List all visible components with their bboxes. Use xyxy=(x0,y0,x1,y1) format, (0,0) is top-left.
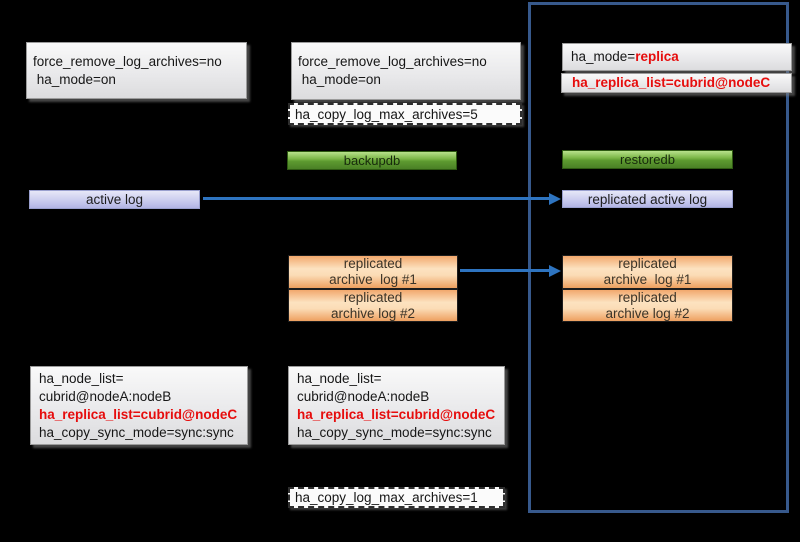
archive-log-line: replicated xyxy=(618,256,677,271)
archive-log-line: archive log #1 xyxy=(329,272,417,287)
config-line: force_remove_log_archives=no xyxy=(33,53,222,69)
config-line: ha_copy_sync_mode=sync:sync xyxy=(297,424,492,440)
middle-replicated-archive-log-1-box: replicated archive log #1 xyxy=(288,255,458,289)
active-log-copy-arrow-head xyxy=(549,193,561,205)
archive-log-line: replicated xyxy=(618,289,677,305)
archive-log-line: archive log #2 xyxy=(330,305,416,321)
copy-log-max-archives-5-box: ha_copy_log_max_archives=5 xyxy=(288,103,522,125)
middle-replicated-archive-log-2-box: replicated archive log #2 xyxy=(288,289,458,322)
config-line-highlight: ha_replica_list=cubrid@nodeC xyxy=(39,406,238,422)
active-log-label: active log xyxy=(85,192,144,207)
dashed-box-label: ha_copy_log_max_archives=5 xyxy=(295,106,478,122)
left-config-top-box: force_remove_log_archives=no ha_mode=on xyxy=(26,42,247,99)
replicated-active-log-label: replicated active log xyxy=(587,191,708,207)
active-log-copy-arrow-line xyxy=(203,197,550,200)
config-line: ha_node_list= xyxy=(39,370,124,386)
config-line: ha_mode=on xyxy=(298,72,381,87)
ha-replica-list-text: ha_replica_list=cubrid@nodeC xyxy=(572,75,771,90)
active-log-box: active log xyxy=(29,190,200,209)
archive-log-line: replicated xyxy=(343,289,403,305)
ha-mode-prefix: ha_mode= xyxy=(571,49,636,64)
config-line: ha_node_list= xyxy=(297,370,382,386)
ha-mode-replica-box: ha_mode=replica xyxy=(562,43,792,71)
restoredb-box: restoredb xyxy=(562,150,733,169)
restoredb-label: restoredb xyxy=(620,152,675,167)
config-line: ha_copy_sync_mode=sync:sync xyxy=(39,424,234,440)
right-replicated-archive-log-2-box: replicated archive log #2 xyxy=(562,289,733,322)
replica-node-panel xyxy=(528,2,789,513)
backupdb-box: backupdb xyxy=(287,151,457,170)
copy-log-max-archives-1-box: ha_copy_log_max_archives=1 xyxy=(288,487,505,508)
left-config-bottom-box: ha_node_list= cubrid@nodeA:nodeB ha_repl… xyxy=(30,366,248,445)
archive-log-line: archive log #1 xyxy=(603,272,692,287)
middle-config-bottom-box: ha_node_list= cubrid@nodeA:nodeB ha_repl… xyxy=(288,366,505,445)
backupdb-label: backupdb xyxy=(343,153,401,168)
config-line: cubrid@nodeA:nodeB xyxy=(297,388,430,404)
ha-replica-list-box: ha_replica_list=cubrid@nodeC xyxy=(561,73,792,93)
config-line: ha_mode=on xyxy=(33,71,116,87)
config-line: force_remove_log_archives=no xyxy=(298,54,487,69)
archive-log-line: archive log #2 xyxy=(605,305,690,321)
archive-log-copy-arrow-line xyxy=(460,269,550,272)
archive-log-line: replicated xyxy=(343,256,403,271)
right-replicated-archive-log-1-box: replicated archive log #1 xyxy=(562,255,733,289)
middle-config-top-box: force_remove_log_archives=no ha_mode=on xyxy=(291,42,521,100)
config-line-highlight: ha_replica_list=cubrid@nodeC xyxy=(297,406,496,422)
dashed-box-label: ha_copy_log_max_archives=1 xyxy=(295,490,478,505)
ha-mode-value: replica xyxy=(635,49,679,64)
replicated-active-log-box: replicated active log xyxy=(562,190,733,208)
archive-log-copy-arrow-head xyxy=(549,265,561,277)
config-line: cubrid@nodeA:nodeB xyxy=(39,388,172,404)
